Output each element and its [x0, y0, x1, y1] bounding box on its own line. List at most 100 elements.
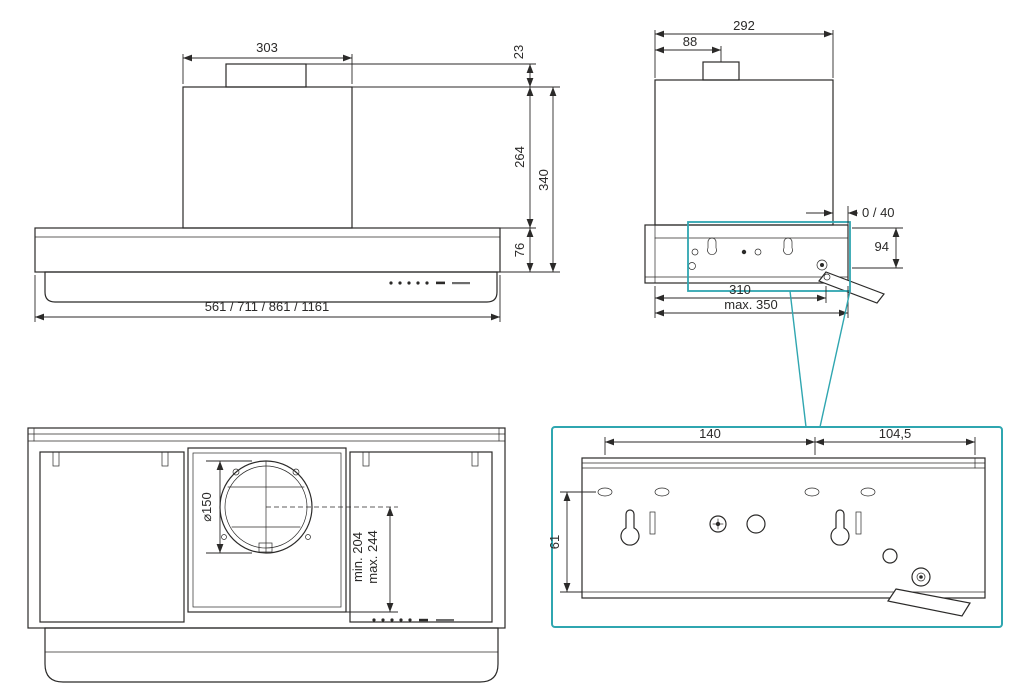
side-max-depth-label: max. 350 — [724, 297, 777, 312]
side-depth-label: 292 — [733, 18, 755, 33]
side-duct-offset-label: 88 — [683, 34, 697, 49]
front-chimney-height-label: 264 — [512, 146, 527, 168]
detail-highlight-box — [687, 221, 851, 292]
oval-hole — [654, 487, 670, 497]
oval-hole — [860, 487, 876, 497]
side-body — [644, 224, 849, 284]
front-dimension-lines — [34, 54, 560, 322]
oval-hole — [597, 487, 613, 497]
grease-filters — [39, 451, 493, 623]
front-collar-height-label: 23 — [511, 45, 526, 59]
connector-right — [819, 290, 851, 428]
hook-slot — [649, 511, 656, 535]
flap-pivot — [823, 273, 831, 281]
hole — [688, 262, 696, 270]
hole-dot — [741, 249, 747, 255]
side-duct-stub — [702, 61, 740, 81]
screw — [709, 515, 727, 533]
control-dot — [407, 281, 411, 285]
brand-mark — [452, 282, 470, 285]
control-dash — [419, 618, 428, 622]
front-duct-width-label: 303 — [256, 40, 278, 55]
control-dot — [398, 281, 402, 285]
bottom-control-panel — [372, 618, 454, 622]
bottom-dimension-lines — [206, 460, 398, 613]
detail-mounting-holes — [597, 487, 931, 587]
control-dash — [436, 281, 445, 285]
round-hole — [746, 514, 766, 534]
detail-connector-lines — [789, 290, 851, 428]
connector-left — [789, 290, 807, 428]
side-deflector-flap — [818, 271, 885, 304]
side-mounting-holes — [688, 237, 828, 271]
hole — [691, 248, 699, 256]
detail-spacing-left-label: 140 — [699, 426, 721, 441]
mount-panel — [581, 457, 986, 599]
screw-center — [919, 575, 923, 579]
cable-clip — [258, 542, 273, 553]
bottom-housing — [27, 427, 506, 629]
outlet-min-label: min. 204 — [350, 532, 365, 582]
detail-panel — [581, 457, 986, 599]
screw-center — [715, 521, 721, 527]
left-filter — [39, 451, 185, 623]
detail-dimension-lines — [560, 437, 976, 593]
detail-spacing-right-label: 104,5 — [879, 426, 912, 441]
control-dot — [425, 281, 429, 285]
flap — [818, 271, 885, 304]
front-duct-collar — [225, 63, 307, 88]
brand-mark — [436, 619, 454, 622]
module-outer — [187, 447, 347, 613]
control-dot — [399, 618, 403, 622]
front-control-panel — [389, 281, 470, 285]
bottom-glass-panel — [44, 627, 499, 683]
bottom-body — [27, 427, 506, 629]
bottom-view: ⌀150 min. 204 max. 244 — [27, 427, 506, 683]
screw — [816, 259, 828, 271]
filter-latch — [52, 451, 60, 467]
side-wall-clearance-label: 0 / 40 — [862, 205, 895, 220]
front-overall-height-label: 340 — [536, 169, 551, 191]
side-dimension-lines — [654, 30, 903, 318]
front-body-height-label: 76 — [512, 243, 527, 257]
keyhole-slot — [783, 237, 793, 255]
hole — [754, 248, 762, 256]
filter-latch — [161, 451, 169, 467]
side-hood-outline — [644, 61, 849, 284]
control-dot — [389, 281, 393, 285]
filter-latch — [362, 451, 370, 467]
right-filter — [349, 451, 493, 623]
side-view: 292 88 0 / 40 94 310 max. 350 — [644, 18, 903, 428]
detail-view: 140 104,5 61 — [547, 426, 1003, 628]
screw-inner — [916, 572, 926, 582]
detail-deflector-flap — [887, 588, 971, 617]
control-dot — [381, 618, 385, 622]
front-hood-outline — [34, 63, 501, 303]
motor-module — [187, 447, 347, 613]
control-dot — [390, 618, 394, 622]
module-inner — [192, 452, 342, 608]
detail-frame — [551, 426, 1003, 628]
round-hole — [882, 548, 898, 564]
outlet-diameter-label: ⌀150 — [199, 492, 214, 522]
detail-offset-height-label: 61 — [547, 535, 562, 549]
front-chimney — [182, 86, 353, 229]
front-body — [34, 227, 501, 273]
screw — [305, 534, 311, 540]
hook-slot — [855, 511, 862, 535]
side-chimney — [654, 79, 834, 226]
screw — [911, 567, 931, 587]
keyhole-slot — [830, 509, 850, 546]
front-width-options-label: 561 / 711 / 861 / 1161 — [205, 299, 330, 314]
outlet-max-label: max. 244 — [365, 530, 380, 583]
screw — [232, 468, 240, 476]
front-view: 303 23 264 340 76 561 / 711 / 861 / 1161 — [34, 40, 560, 322]
screw — [292, 468, 300, 476]
control-dot — [416, 281, 420, 285]
control-dot — [372, 618, 376, 622]
side-mount-height-label: 94 — [875, 239, 889, 254]
control-dot — [408, 618, 412, 622]
keyhole-slot — [620, 509, 640, 546]
